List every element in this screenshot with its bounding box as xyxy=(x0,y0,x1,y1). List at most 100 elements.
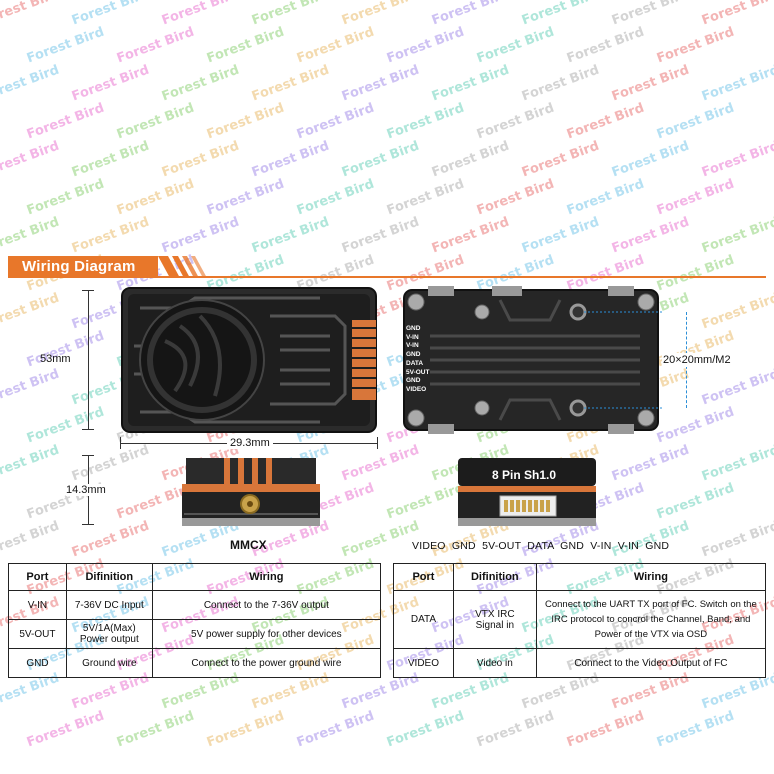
watermark-text: Forest Bird xyxy=(294,100,377,143)
watermark-text: Forest Bird xyxy=(699,62,774,105)
definition-line: Power output xyxy=(79,634,139,645)
board-pin-label: V-IN xyxy=(406,342,419,350)
antenna-connector-label: MMCX xyxy=(230,538,267,552)
table-row: DATA VTX IRC Signal in Connect to the UA… xyxy=(393,590,767,649)
port-cell: VIDEO xyxy=(393,648,454,678)
definition-cell: 5V/1A(Max) Power output xyxy=(65,619,153,649)
section-header: Wiring Diagram xyxy=(8,256,766,278)
watermark-text: Forest Bird xyxy=(24,176,107,219)
watermark-text: Forest Bird xyxy=(384,176,467,219)
definition-cell: Video in xyxy=(452,648,537,678)
watermark-text: Forest Bird xyxy=(429,138,512,181)
height-dimension xyxy=(78,290,118,430)
definition-cell: VTX IRC Signal in xyxy=(452,590,537,649)
watermark-text: Forest Bird xyxy=(699,442,774,485)
watermark-text: Forest Bird xyxy=(0,0,61,29)
watermark-text: Forest Bird xyxy=(69,0,152,29)
watermark-text: Forest Bird xyxy=(429,62,512,105)
watermark-text: Forest Bird xyxy=(114,176,197,219)
watermark-text: Forest Bird xyxy=(294,708,377,751)
watermark-text: Forest Bird xyxy=(69,138,152,181)
watermark-text: Forest Bird xyxy=(114,708,197,751)
definition-cell: Ground wire xyxy=(65,648,153,678)
watermark-text: Forest Bird xyxy=(114,100,197,143)
watermark-text: Forest Bird xyxy=(654,480,737,523)
watermark-text: Forest Bird xyxy=(519,0,602,29)
watermark-text: Forest Bird xyxy=(204,100,287,143)
vtx-side-view-connector xyxy=(458,458,596,526)
board-pin-label: DATA xyxy=(406,359,424,367)
table-row: GND Ground wire Connect to the power gro… xyxy=(8,648,382,678)
watermark-text: Forest Bird xyxy=(699,0,774,29)
header-stripes-decoration xyxy=(158,256,207,278)
vtx-bottom-view xyxy=(403,286,662,434)
watermark-text: Forest Bird xyxy=(564,708,647,751)
table-row: 5V-OUT 5V/1A(Max) Power output 5V power … xyxy=(8,619,382,649)
watermark-text: Forest Bird xyxy=(24,24,107,67)
port-cell: GND xyxy=(8,648,67,678)
watermark-text: Forest Bird xyxy=(384,24,467,67)
definition-cell: 7-36V DC Input xyxy=(65,590,153,620)
header-rule xyxy=(158,276,766,278)
watermark-text: Forest Bird xyxy=(699,138,774,181)
wiring-cell: Connect to the Video Output of FC xyxy=(535,648,767,678)
watermark-text: Forest Bird xyxy=(564,176,647,219)
watermark-text: Forest Bird xyxy=(384,708,467,751)
table-row: VIDEO Video in Connect to the Video Outp… xyxy=(393,648,767,678)
definition-line: 5V/1A(Max) xyxy=(82,623,136,634)
port-cell: 5V-OUT xyxy=(8,619,67,649)
watermark-text: Forest Bird xyxy=(699,290,774,333)
width-label: 29.3mm xyxy=(227,437,273,449)
watermark-text: Forest Bird xyxy=(0,290,62,333)
watermark-text: Forest Bird xyxy=(654,100,737,143)
watermark-text: Forest Bird xyxy=(249,138,332,181)
plug-label: 8 Pin Sh1.0 xyxy=(492,468,557,482)
board-pin-label: GND xyxy=(406,377,421,385)
watermark-text: Forest Bird xyxy=(339,138,422,181)
watermark-text: Forest Bird xyxy=(204,708,287,751)
pinout-order-label: VIDEO GND 5V-OUT DATA GND V-IN V-IN GND xyxy=(412,540,670,552)
vtx-top-view xyxy=(121,287,377,433)
height-label: 53mm xyxy=(40,353,71,365)
watermark-text: Forest Bird xyxy=(429,214,512,257)
right-spec-table: Port Difinition Wiring DATA VTX IRC Sign… xyxy=(393,563,767,678)
table-row: V-IN 7-36V DC Input Connect to the 7-36V… xyxy=(8,590,382,620)
watermark-text: Forest Bird xyxy=(654,176,737,219)
table-header-row: Port Difinition Wiring xyxy=(393,563,767,591)
wiring-line: Connect to the UART TX port of FC. Switc… xyxy=(545,599,757,610)
watermark-text: Forest Bird xyxy=(699,518,774,561)
watermark-text: Forest Bird xyxy=(0,366,62,409)
watermark-text: Forest Bird xyxy=(609,138,692,181)
left-spec-table: Port Difinition Wiring V-IN 7-36V DC Inp… xyxy=(8,563,382,678)
table-header-cell: Wiring xyxy=(535,563,767,591)
watermark-text: Forest Bird xyxy=(69,214,152,257)
board-pin-label: GND xyxy=(406,351,421,359)
table-header-cell: Wiring xyxy=(151,563,382,591)
vtx-side-view-antenna xyxy=(182,458,320,526)
board-pin-labels: GND V-IN V-IN GND DATA 5V-OUT GND VIDEO xyxy=(406,325,429,395)
watermark-text: Forest Bird xyxy=(294,24,377,67)
mounting-label: 20×20mm/M2 xyxy=(662,353,732,367)
watermark-text: Forest Bird xyxy=(339,214,422,257)
watermark-text: Forest Bird xyxy=(519,62,602,105)
watermark-text: Forest Bird xyxy=(0,442,62,485)
wiring-cell: Connect to the power ground wire xyxy=(151,648,382,678)
table-header-row: Port Difinition Wiring xyxy=(8,563,382,591)
watermark-text: Forest Bird xyxy=(114,24,197,67)
wiring-cell: Connect to the UART TX port of FC. Switc… xyxy=(535,590,767,649)
wiring-cell: Connect to the 7-36V output xyxy=(151,590,382,620)
watermark-text: Forest Bird xyxy=(654,24,737,67)
watermark-text: Forest Bird xyxy=(474,24,557,67)
board-pin-label: VIDEO xyxy=(406,385,427,393)
watermark-text: Forest Bird xyxy=(609,62,692,105)
board-pin-label: V-IN xyxy=(406,333,419,341)
watermark-text: Forest Bird xyxy=(654,708,737,751)
watermark-text: Forest Bird xyxy=(249,214,332,257)
board-pin-label: GND xyxy=(406,325,421,332)
watermark-text: Forest Bird xyxy=(564,100,647,143)
watermark-text: Forest Bird xyxy=(0,62,62,105)
watermark-text: Forest Bird xyxy=(159,0,242,29)
port-cell: V-IN xyxy=(8,590,67,620)
table-header-cell: Port xyxy=(393,563,454,591)
watermark-text: Forest Bird xyxy=(294,176,377,219)
